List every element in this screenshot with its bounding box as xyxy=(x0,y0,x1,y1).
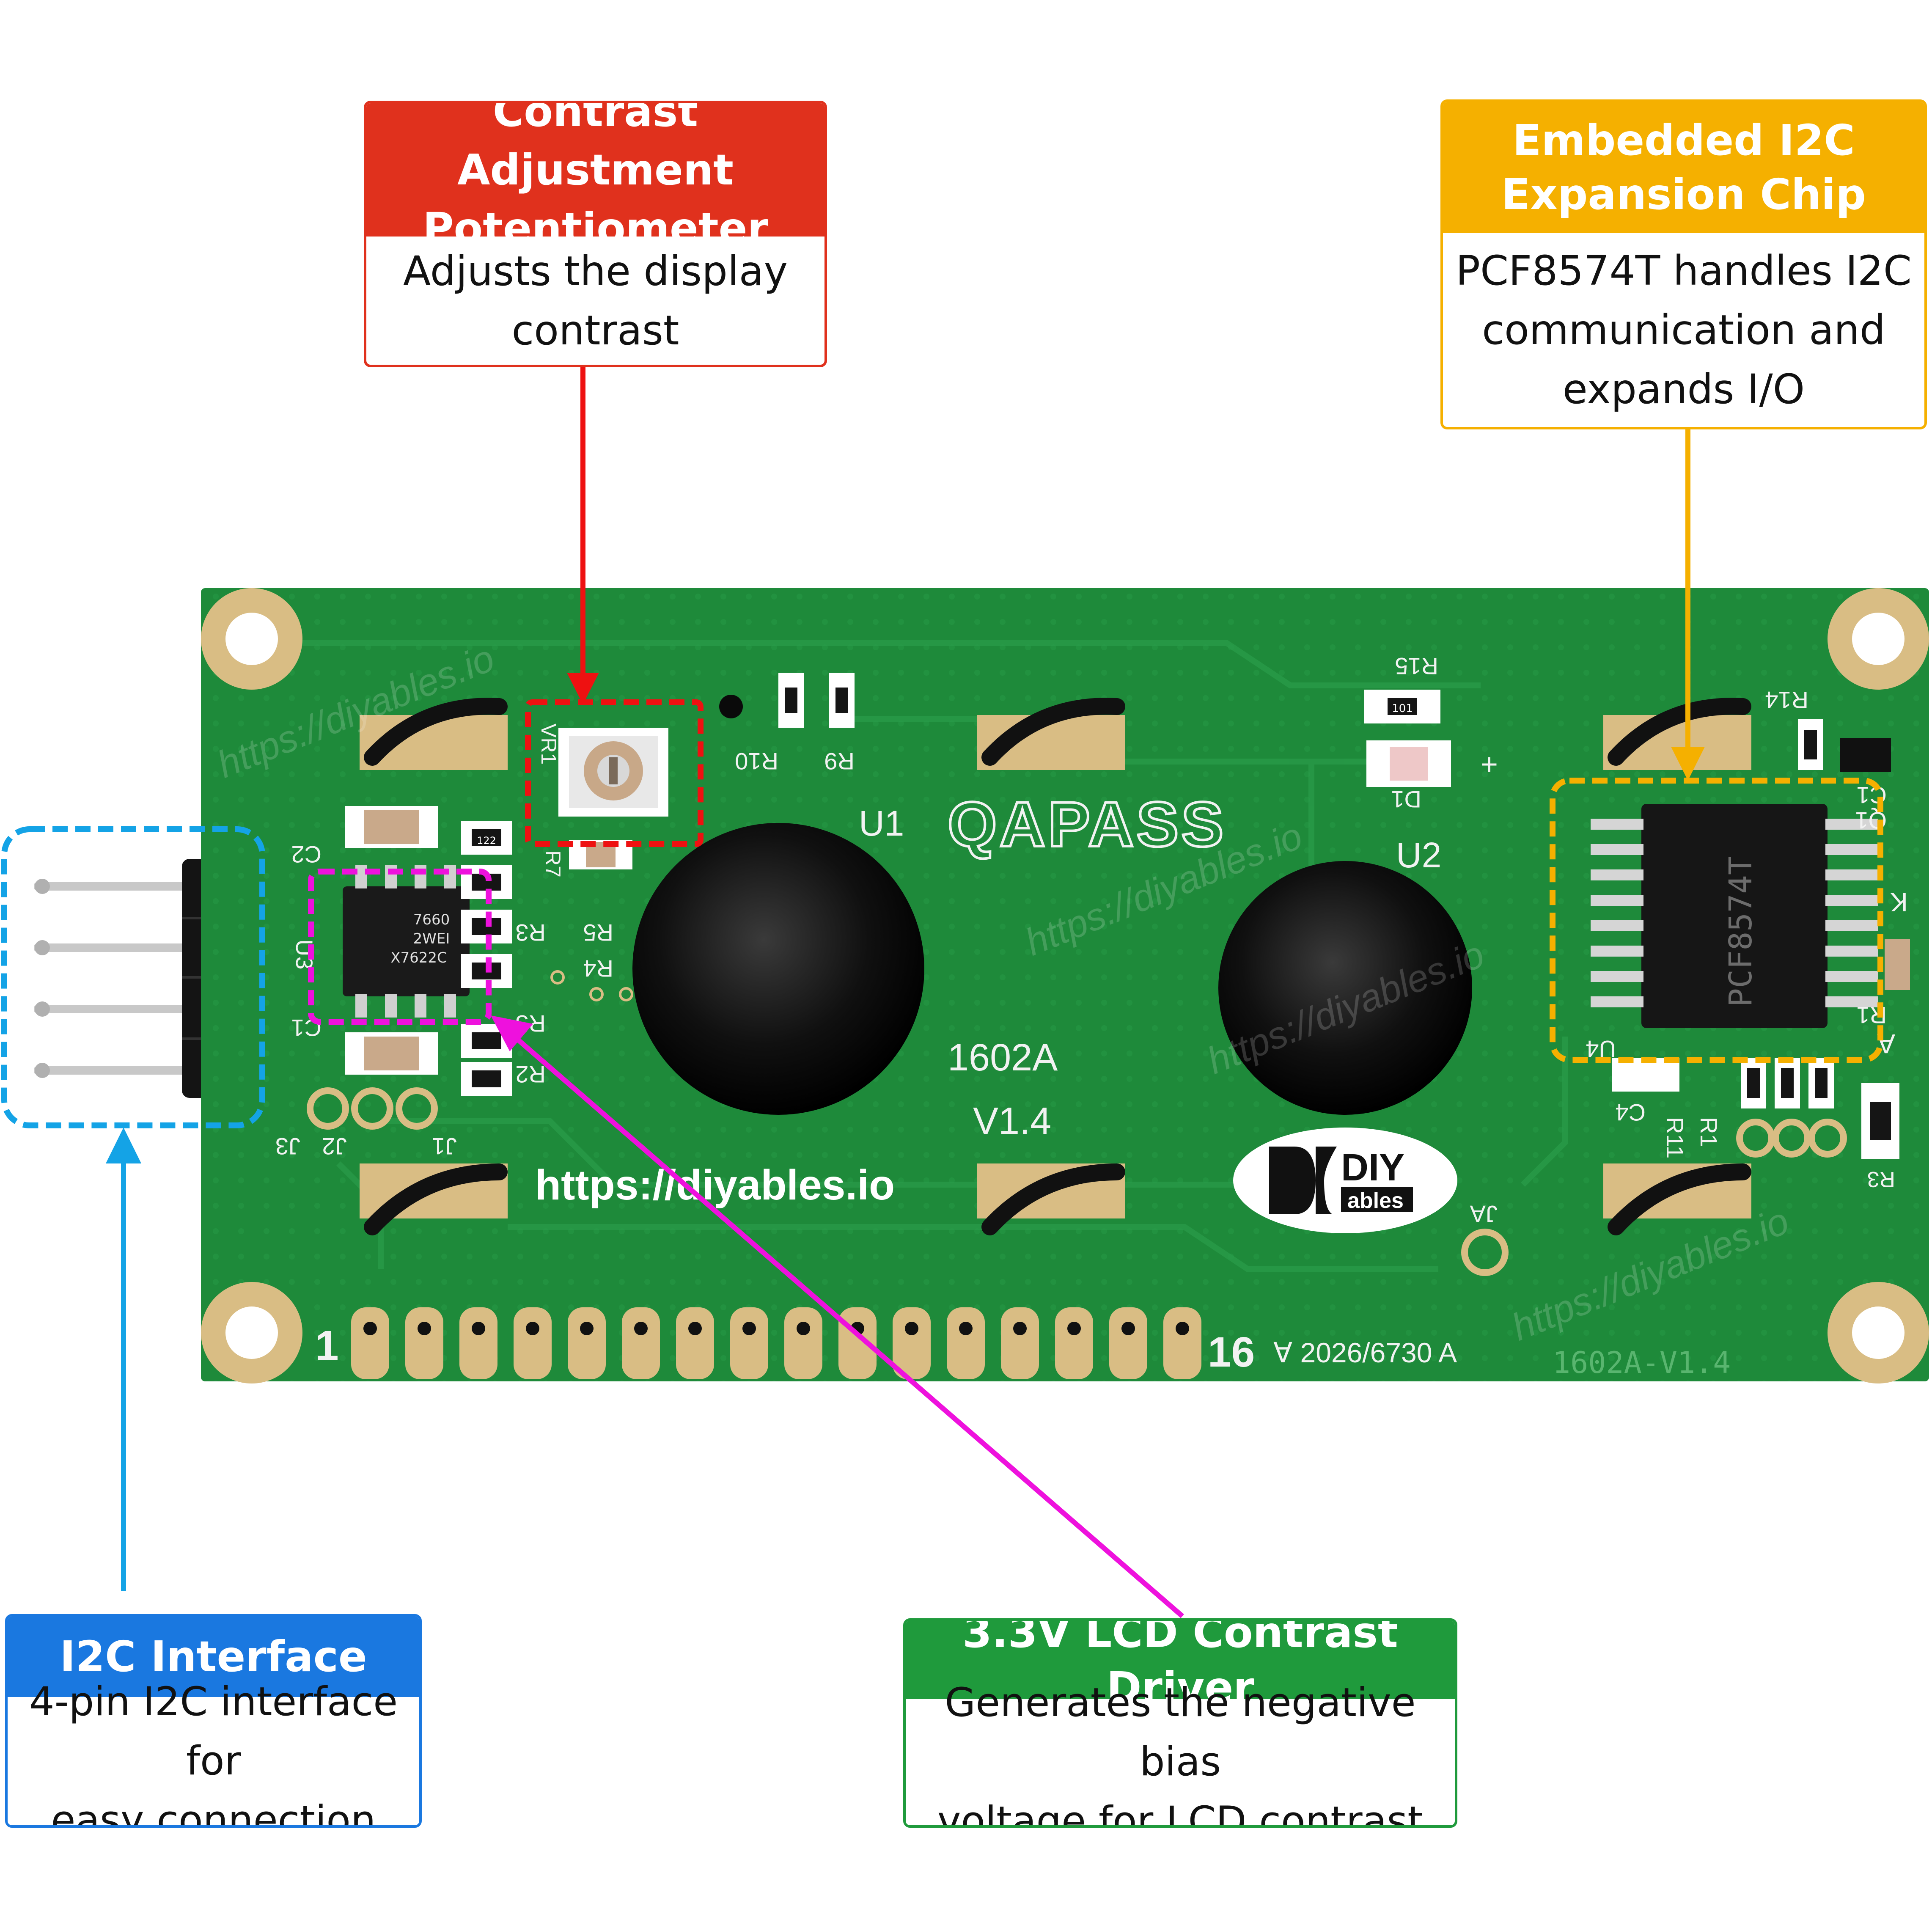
pin-1-label: 1 xyxy=(315,1322,339,1370)
pot-highlight xyxy=(525,699,704,847)
svg-text:2WEI: 2WEI xyxy=(413,930,450,947)
website-label: https://diyables.io xyxy=(535,1161,895,1209)
r4-label: R4 xyxy=(583,955,613,982)
svg-text:ables: ables xyxy=(1347,1188,1404,1213)
callout-description: PCF8574T handles I2C communication and e… xyxy=(1456,247,1912,413)
vr1-label: VR1 xyxy=(537,723,561,765)
bezel-clips xyxy=(360,698,1751,1235)
r9-label: R9 xyxy=(824,748,855,775)
j2-label: J2 xyxy=(322,1133,347,1160)
j1-label: J1 xyxy=(432,1133,457,1160)
brand-label: QAPASS xyxy=(948,789,1226,860)
callout-arrows xyxy=(106,366,1705,1618)
led-d1 xyxy=(1366,740,1451,787)
k-label: K xyxy=(1890,887,1908,917)
callout-description: Generates the negative bias voltage for … xyxy=(937,1680,1424,1828)
callout-title: Embedded I2C Expansion Chip xyxy=(1443,102,1924,233)
capacitors xyxy=(345,806,1910,1092)
svg-text:122: 122 xyxy=(477,835,496,847)
ja-label: JA xyxy=(1470,1201,1498,1227)
contrast-driver-chip: 7660 2WEI X7622C xyxy=(343,865,470,1018)
callout-contrast-driver: 3.3V LCD Contrast Driver Generates the n… xyxy=(903,1618,1457,1828)
r3-label: R3 xyxy=(515,919,546,946)
silkscreen: QAPASS U1 U2 1602A V1.4 1 16 ∀ 2026/6730… xyxy=(275,653,1908,1380)
svg-text:DIY: DIY xyxy=(1341,1147,1404,1189)
svg-text:101: 101 xyxy=(1392,702,1413,715)
r15-label: R15 xyxy=(1395,653,1438,679)
potentiometer xyxy=(558,728,668,817)
header-pins xyxy=(34,859,228,1098)
expansion-chip-highlight xyxy=(1550,778,1883,1063)
u2-label: U2 xyxy=(1396,835,1441,875)
callout-contrast-potentiometer: Contrast Adjustment Potentiometer Adjust… xyxy=(364,101,827,367)
mounting-holes xyxy=(201,588,1929,1383)
version-label: V1.4 xyxy=(973,1100,1051,1142)
model-label: 1602A xyxy=(948,1037,1058,1079)
r7-label: R7 xyxy=(541,850,565,877)
svg-text:X7622C: X7622C xyxy=(390,949,447,966)
callout-i2c-interface: I2C Interface 4-pin I2C interface for ea… xyxy=(5,1614,422,1828)
expansion-chip: PCF8574T xyxy=(1591,804,1878,1028)
transistor-q1 xyxy=(1840,738,1891,772)
d1-label: D1 xyxy=(1391,786,1421,813)
contrast-driver-highlight xyxy=(308,869,492,1025)
date-code: ∀ 2026/6730 A xyxy=(1273,1337,1457,1368)
silk-model-label: 1602A-V1.4 xyxy=(1553,1345,1731,1380)
c2-label: C2 xyxy=(291,841,322,868)
r2-label: R2 xyxy=(515,1061,546,1088)
d1-plus: + xyxy=(1481,748,1498,781)
diyables-logo: DIY ables xyxy=(1233,1128,1457,1233)
r3-r4-label: R3 xyxy=(1867,1167,1895,1191)
callout-expansion-chip: Embedded I2C Expansion Chip PCF8574T han… xyxy=(1440,99,1927,429)
callout-title: I2C Interface xyxy=(8,1617,419,1697)
svg-text:7660: 7660 xyxy=(413,911,450,928)
svg-text:PCF8574T: PCF8574T xyxy=(1723,856,1759,1007)
chip-on-board-u2 xyxy=(1218,861,1472,1115)
callout-description: Adjusts the display contrast xyxy=(403,247,788,354)
callout-title: 3.3V LCD Contrast Driver xyxy=(906,1621,1455,1712)
c4-label: C4 xyxy=(1615,1099,1646,1126)
i2c-interface-highlight xyxy=(1,826,265,1128)
r14-label: R14 xyxy=(1765,687,1808,713)
chip-on-board-u1 xyxy=(632,823,924,1115)
j3-label: J3 xyxy=(275,1133,300,1160)
u1-label: U1 xyxy=(859,803,904,843)
jumper-pads xyxy=(307,695,1847,1276)
r5-label: R5 xyxy=(583,919,613,946)
r11-label: R11 xyxy=(1662,1117,1688,1159)
callout-title: Contrast Adjustment Potentiometer xyxy=(366,103,824,253)
r12-label: R1 xyxy=(1696,1117,1722,1147)
pin-16-label: 16 xyxy=(1208,1328,1255,1376)
lcd-pin-pads xyxy=(351,1307,1201,1379)
r10-label: R10 xyxy=(735,748,778,775)
callout-description: 4-pin I2C interface for easy connection xyxy=(29,1678,398,1828)
